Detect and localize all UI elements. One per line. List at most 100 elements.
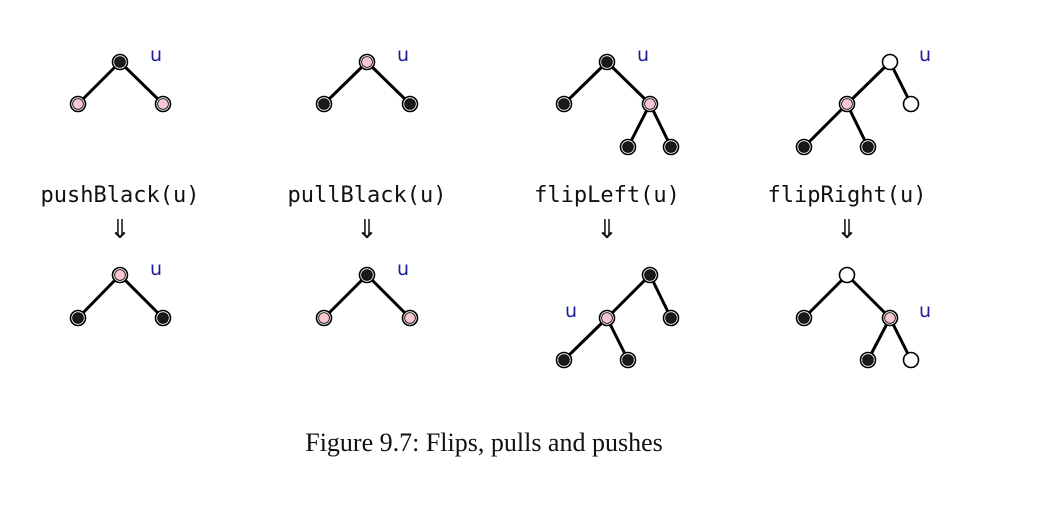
node-fill bbox=[884, 312, 896, 324]
node-fill bbox=[622, 141, 634, 153]
node-fill bbox=[361, 56, 373, 68]
tree-edge bbox=[845, 273, 892, 320]
pointer-label-u: u bbox=[565, 300, 577, 322]
panel-pullblack: u pullBlack(u) ⇓ u bbox=[288, 44, 447, 327]
node-fill bbox=[318, 312, 330, 324]
white-node bbox=[902, 95, 920, 113]
node-fill bbox=[114, 269, 126, 281]
pointer-label-u: u bbox=[637, 44, 649, 66]
panel-flipright: u flipRight(u) ⇓ u bbox=[768, 44, 931, 369]
pointer-label-u: u bbox=[150, 44, 162, 66]
tree-after-flipleft: u bbox=[555, 266, 680, 369]
tree-edge bbox=[365, 273, 412, 320]
node-fill bbox=[841, 98, 853, 110]
black-node bbox=[641, 266, 659, 284]
black-node bbox=[111, 53, 129, 71]
red-node bbox=[154, 95, 172, 113]
operation-label: flipRight(u) bbox=[768, 183, 927, 208]
red-node bbox=[111, 266, 129, 284]
red-node bbox=[358, 53, 376, 71]
tree-edge bbox=[802, 273, 849, 320]
pointer-label-u: u bbox=[397, 258, 409, 280]
tree-edge bbox=[76, 273, 122, 320]
node-fill bbox=[798, 312, 810, 324]
node-fill bbox=[404, 98, 416, 110]
down-double-arrow-icon: ⇓ bbox=[596, 215, 618, 245]
node-fill bbox=[558, 98, 570, 110]
white-node bbox=[902, 351, 920, 369]
tree-edge bbox=[118, 273, 165, 320]
node-fill bbox=[404, 312, 416, 324]
black-node bbox=[598, 53, 616, 71]
node-fill bbox=[644, 98, 656, 110]
black-node bbox=[555, 95, 573, 113]
tree-edge bbox=[76, 60, 122, 106]
node-fill bbox=[905, 354, 917, 366]
down-double-arrow-icon: ⇓ bbox=[836, 215, 858, 245]
node-fill bbox=[157, 98, 169, 110]
tree-edge bbox=[802, 102, 849, 149]
pointer-label-u: u bbox=[919, 300, 931, 322]
node-fill bbox=[72, 98, 84, 110]
black-node bbox=[662, 138, 680, 156]
node-fill bbox=[114, 56, 126, 68]
node-fill bbox=[665, 312, 677, 324]
node-fill bbox=[644, 269, 656, 281]
node-fill bbox=[622, 354, 634, 366]
tree-edge bbox=[118, 60, 165, 106]
tree-after-flipright: u bbox=[795, 266, 931, 369]
node-fill bbox=[361, 269, 373, 281]
tree-edge bbox=[845, 60, 892, 106]
node-fill bbox=[72, 312, 84, 324]
black-node bbox=[154, 309, 172, 327]
tree-edge bbox=[562, 316, 609, 362]
node-fill bbox=[157, 312, 169, 324]
red-node bbox=[598, 309, 616, 327]
white-node bbox=[881, 53, 899, 71]
operation-label: flipLeft(u) bbox=[534, 183, 680, 208]
node-fill bbox=[862, 141, 874, 153]
black-node bbox=[795, 309, 813, 327]
node-fill bbox=[862, 354, 874, 366]
red-node bbox=[641, 95, 659, 113]
tree-before-pushblack: u bbox=[69, 44, 172, 113]
black-node bbox=[315, 95, 333, 113]
tree-before-flipleft: u bbox=[555, 44, 680, 156]
black-node bbox=[358, 266, 376, 284]
node-fill bbox=[884, 56, 896, 68]
operation-label: pullBlack(u) bbox=[288, 183, 447, 208]
black-node bbox=[69, 309, 87, 327]
down-double-arrow-icon: ⇓ bbox=[356, 215, 378, 245]
black-node bbox=[859, 351, 877, 369]
tree-after-pullblack: u bbox=[315, 258, 419, 327]
operation-label: pushBlack(u) bbox=[41, 183, 200, 208]
node-fill bbox=[601, 312, 613, 324]
red-node bbox=[838, 95, 856, 113]
pointer-label-u: u bbox=[150, 258, 162, 280]
pointer-label-u: u bbox=[397, 44, 409, 66]
node-fill bbox=[665, 141, 677, 153]
tree-edge bbox=[562, 60, 609, 106]
tree-before-flipright: u bbox=[795, 44, 931, 156]
pointer-label-u: u bbox=[919, 44, 931, 66]
node-fill bbox=[905, 98, 917, 110]
black-node bbox=[555, 351, 573, 369]
red-node bbox=[69, 95, 87, 113]
white-node bbox=[838, 266, 856, 284]
node-fill bbox=[318, 98, 330, 110]
tree-after-pushblack: u bbox=[69, 258, 172, 327]
tree-edge bbox=[605, 60, 652, 106]
black-node bbox=[795, 138, 813, 156]
node-fill bbox=[558, 354, 570, 366]
red-node bbox=[401, 309, 419, 327]
node-fill bbox=[798, 141, 810, 153]
tree-edge bbox=[605, 273, 652, 320]
black-node bbox=[401, 95, 419, 113]
panel-pushblack: u pushBlack(u) ⇓ u bbox=[41, 44, 200, 327]
tree-edge bbox=[365, 60, 412, 106]
red-node bbox=[315, 309, 333, 327]
black-node bbox=[619, 138, 637, 156]
panel-flipleft: u flipLeft(u) ⇓ u bbox=[534, 44, 680, 369]
red-node bbox=[881, 309, 899, 327]
